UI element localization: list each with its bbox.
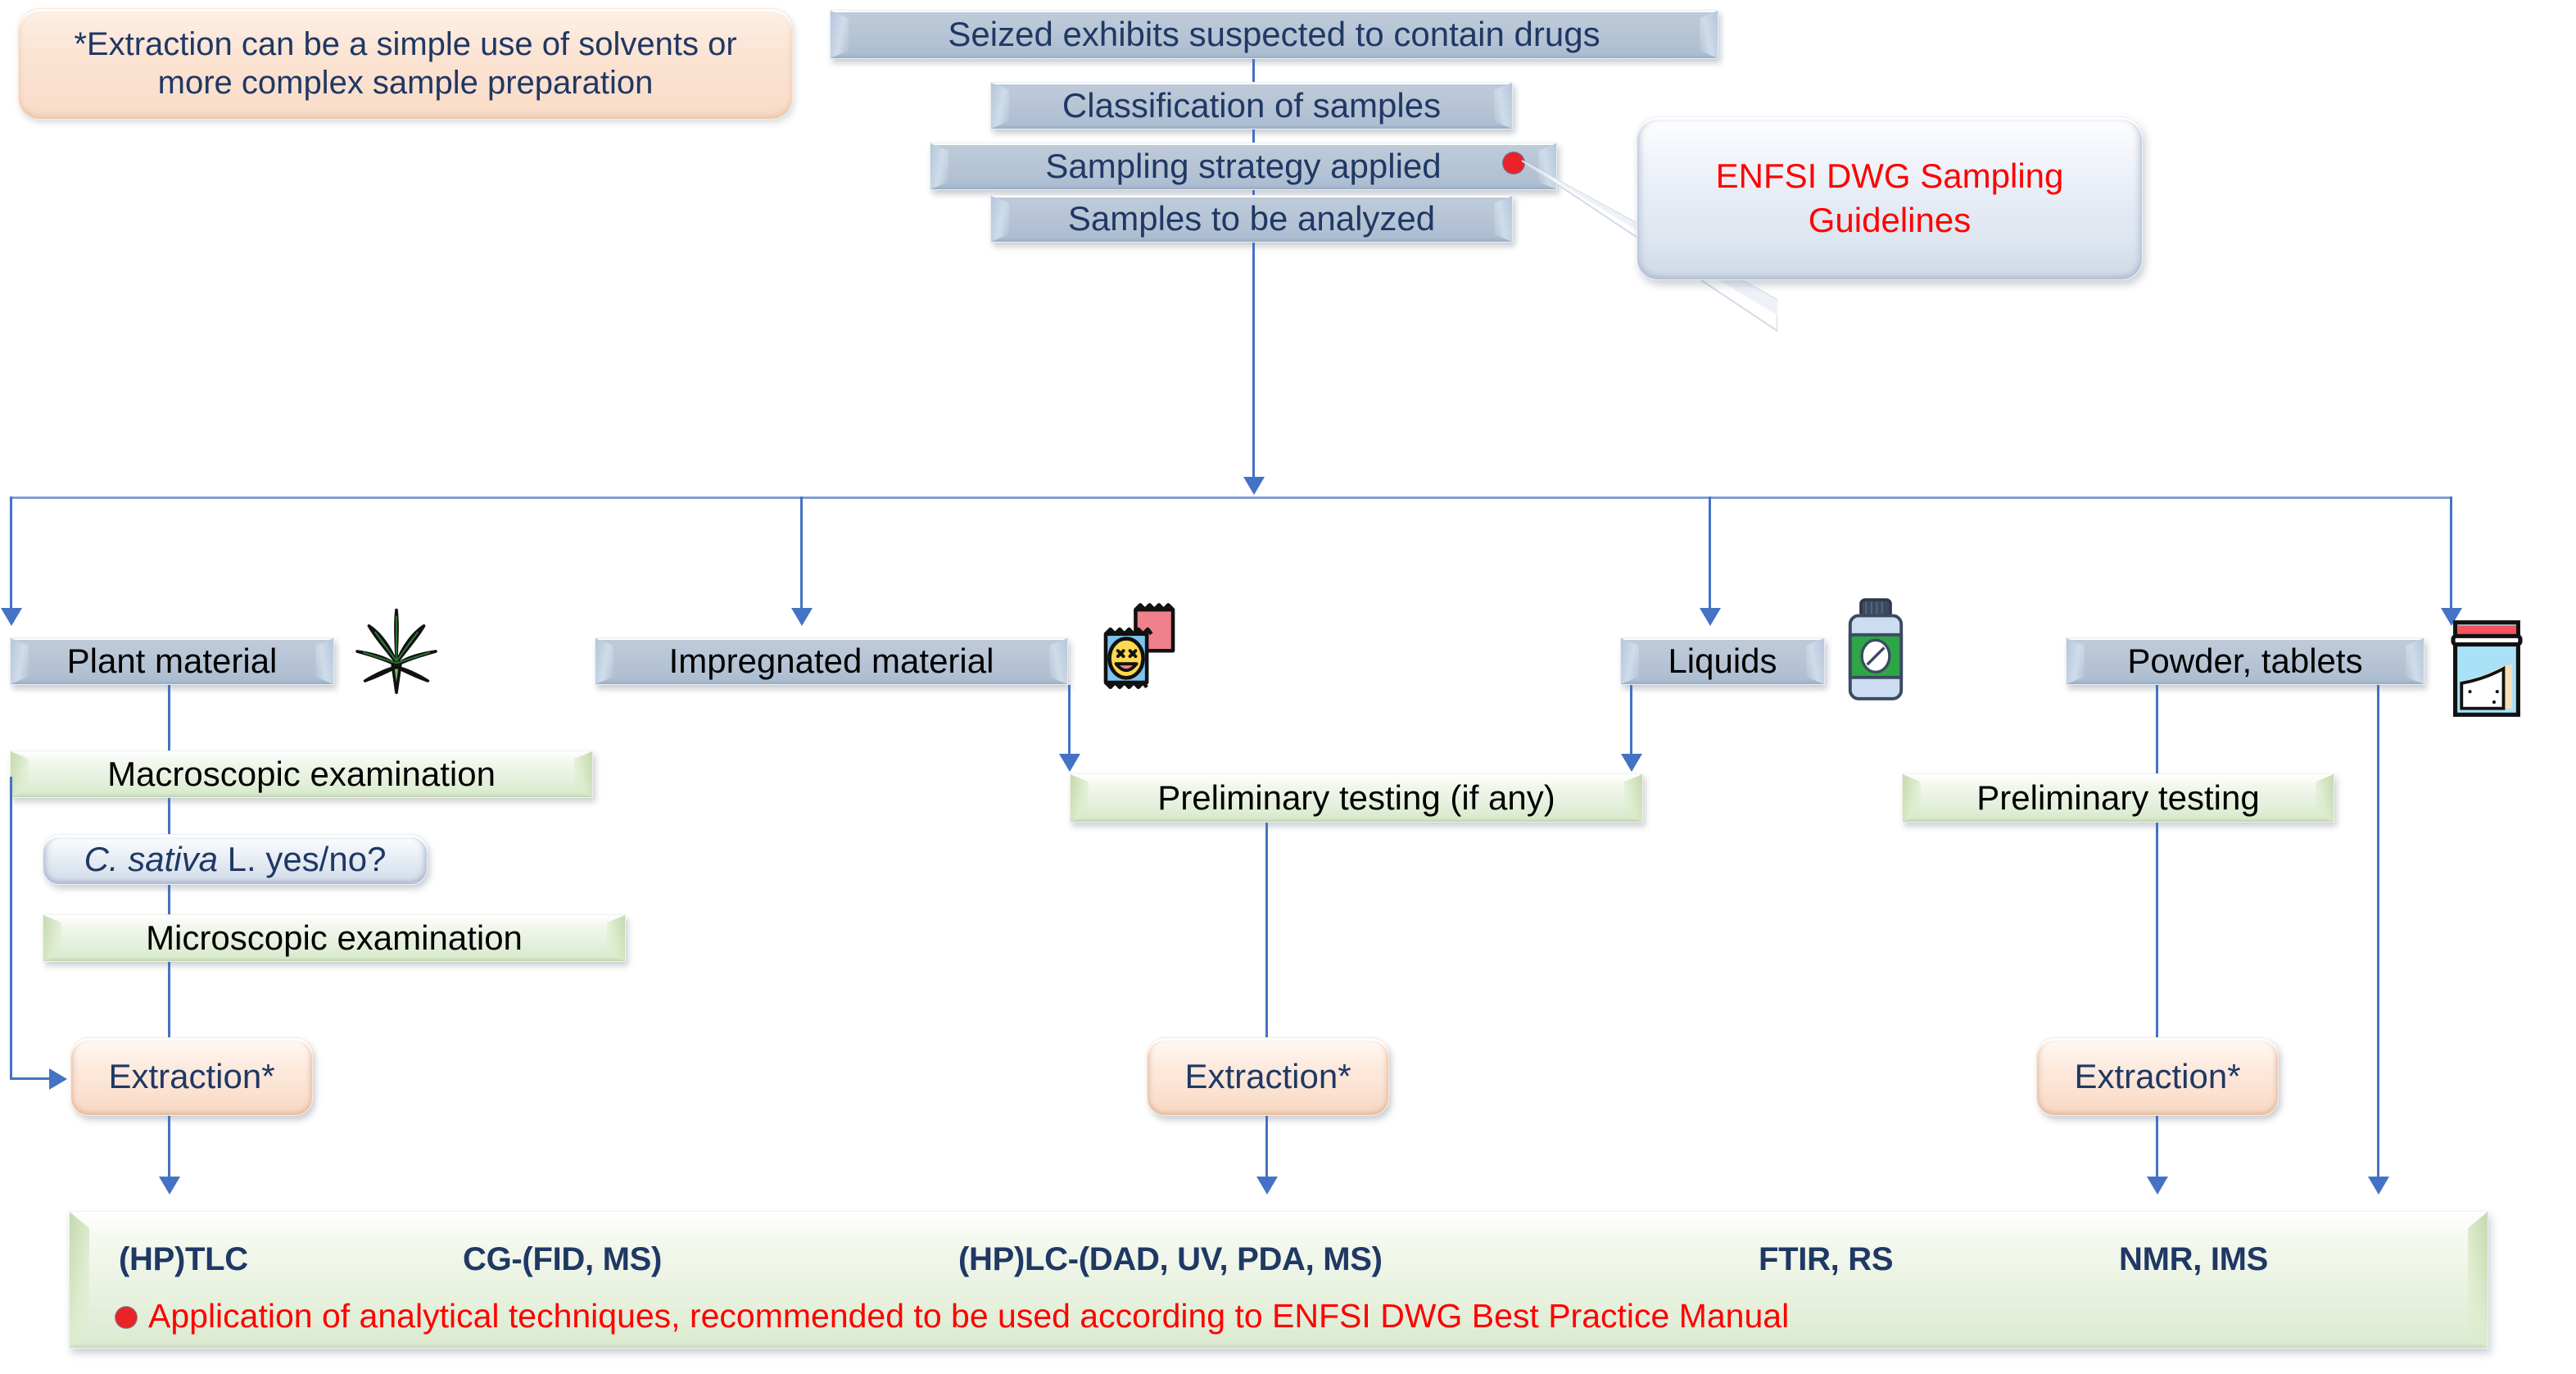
powder-baggie-icon [2444,616,2529,721]
technique-label-row: (HP)TLC CG-(FID, MS) (HP)LC-(DAD, UV, PD… [70,1241,2488,1287]
node-liquids[interactable]: Liquids [1620,637,1825,685]
node-seized-exhibits-label: Seized exhibits suspected to contain dru… [948,15,1600,54]
node-powder-tablets[interactable]: Powder, tablets [2066,637,2424,685]
node-impregnated-material-label: Impregnated material [668,642,994,681]
summary-note-text: Application of analytical techniques, re… [148,1297,1790,1335]
node-plant-material-label: Plant material [66,642,278,681]
callout-line-1: ENFSI DWG Sampling [1715,156,2064,196]
distribution-bus-line [10,497,2452,499]
technique-hplc: (HP)LC-(DAD, UV, PDA, MS) [958,1241,1383,1277]
connector-extraction-powder-to-summary [2156,1116,2158,1180]
node-extraction-plant-label: Extraction* [108,1057,275,1096]
technique-nmr-ims: NMR, IMS [2119,1241,2269,1277]
connector-bus-to-powder-tablets [2450,497,2452,611]
node-extraction-impregnated-label: Extraction* [1184,1057,1351,1096]
node-plant-material[interactable]: Plant material [10,637,334,685]
node-preliminary-testing-if-any[interactable]: Preliminary testing (if any) [1070,773,1643,823]
connector-preliminary-to-extraction-impregnated [1265,823,1268,1037]
arrowhead-extraction-powder-to-summary [2147,1177,2168,1195]
node-c-sativa-decision[interactable]: C. sativa L. yes/no? [43,834,428,885]
connector-extraction-plant-to-summary [168,1116,170,1180]
extraction-footnote-box: *Extraction can be a simple use of solve… [18,8,793,120]
connector-bus-to-plant-material [10,497,12,611]
pill-bottle-icon [1833,596,1918,703]
technique-hptlc: (HP)TLC [119,1241,248,1277]
callout-enfsi-sampling-guidelines[interactable]: ENFSI DWG Sampling Guidelines [1637,116,2143,280]
node-preliminary-testing[interactable]: Preliminary testing [1902,773,2334,823]
node-c-sativa-label: C. sativa L. yes/no? [84,839,387,880]
node-extraction-plant[interactable]: Extraction* [70,1037,313,1116]
node-extraction-powder-label: Extraction* [2074,1057,2241,1096]
connector-samples-to-bus [1252,243,1255,480]
connector-bus-to-impregnated-material [800,497,803,611]
connector-powder-to-preliminary [2156,685,2158,773]
connector-powder-direct-to-summary [2377,685,2379,1180]
connector-left-bypass-vertical [10,777,12,1080]
red-dot-marker-summary [115,1307,137,1328]
node-c-sativa-plain: L. yes/no? [217,840,387,879]
connector-preliminary-to-extraction-powder [2156,823,2158,1037]
node-powder-tablets-label: Powder, tablets [2127,642,2363,681]
node-samples-label: Samples to be analyzed [1067,199,1436,238]
arrowhead-liquids [1700,608,1721,626]
connector-plant-to-macroscopic [168,685,170,750]
node-impregnated-material[interactable]: Impregnated material [595,637,1068,685]
connector-classification-to-sampling [1252,129,1255,143]
arrowhead-liquids-to-preliminary [1621,754,1642,772]
arrowhead-impregnated-material [791,608,813,626]
analytical-techniques-summary-bar: (HP)TLC CG-(FID, MS) (HP)LC-(DAD, UV, PD… [69,1211,2488,1349]
connector-impregnated-to-preliminary [1068,685,1071,757]
cannabis-leaf-icon [347,602,446,701]
technique-ftir-rs: FTIR, RS [1759,1241,1894,1277]
arrowhead-powder-direct-to-summary [2368,1177,2389,1195]
technique-cg-fid-ms: CG-(FID, MS) [463,1241,663,1277]
node-classification-label: Classification of samples [1062,86,1442,125]
connector-microscopic-to-extraction [168,962,170,1037]
arrowhead-samples-to-bus [1243,477,1265,495]
callout-line-2: Guidelines [1808,201,1972,239]
arrowhead-extraction-impregnated-to-summary [1256,1177,1278,1195]
node-c-sativa-italic: C. sativa [84,840,218,879]
node-samples-to-be-analyzed[interactable]: Samples to be analyzed [990,195,1513,243]
node-microscopic-examination[interactable]: Microscopic examination [43,914,626,962]
connector-liquids-to-preliminary-if-any [1630,685,1632,757]
node-extraction-powder[interactable]: Extraction* [2036,1037,2279,1116]
node-classification-of-samples[interactable]: Classification of samples [990,82,1513,129]
node-sampling-strategy-applied[interactable]: Sampling strategy applied [930,143,1557,190]
red-dot-marker-sampling [1503,152,1524,174]
node-extraction-impregnated[interactable]: Extraction* [1147,1037,1389,1116]
arrowhead-plant-material [1,608,22,626]
arrowhead-impregnated-to-preliminary [1059,754,1080,772]
connector-seized-to-classification [1252,59,1255,82]
connector-macroscopic-to-sativa [168,798,170,834]
connector-sativa-to-microscopic [168,885,170,914]
lsd-blotter-icon [1093,602,1186,696]
node-macroscopic-examination[interactable]: Macroscopic examination [10,750,593,798]
arrowhead-extraction-plant-to-summary [159,1177,180,1195]
node-liquids-label: Liquids [1668,642,1777,681]
connector-bus-to-liquids [1709,497,1711,611]
node-seized-exhibits[interactable]: Seized exhibits suspected to contain dru… [830,10,1718,59]
connector-left-bypass-horizontal [10,1077,52,1080]
connector-extraction-impregnated-to-summary [1265,1116,1268,1180]
node-macroscopic-label: Macroscopic examination [107,755,496,794]
arrowhead-left-bypass-to-extraction [49,1068,67,1090]
node-preliminary-if-any-label: Preliminary testing (if any) [1157,778,1555,818]
node-microscopic-label: Microscopic examination [146,918,523,958]
extraction-footnote-text: *Extraction can be a simple use of solve… [74,25,737,101]
node-sampling-strategy-label: Sampling strategy applied [1045,147,1442,186]
node-preliminary-testing-label: Preliminary testing [1976,778,2260,818]
